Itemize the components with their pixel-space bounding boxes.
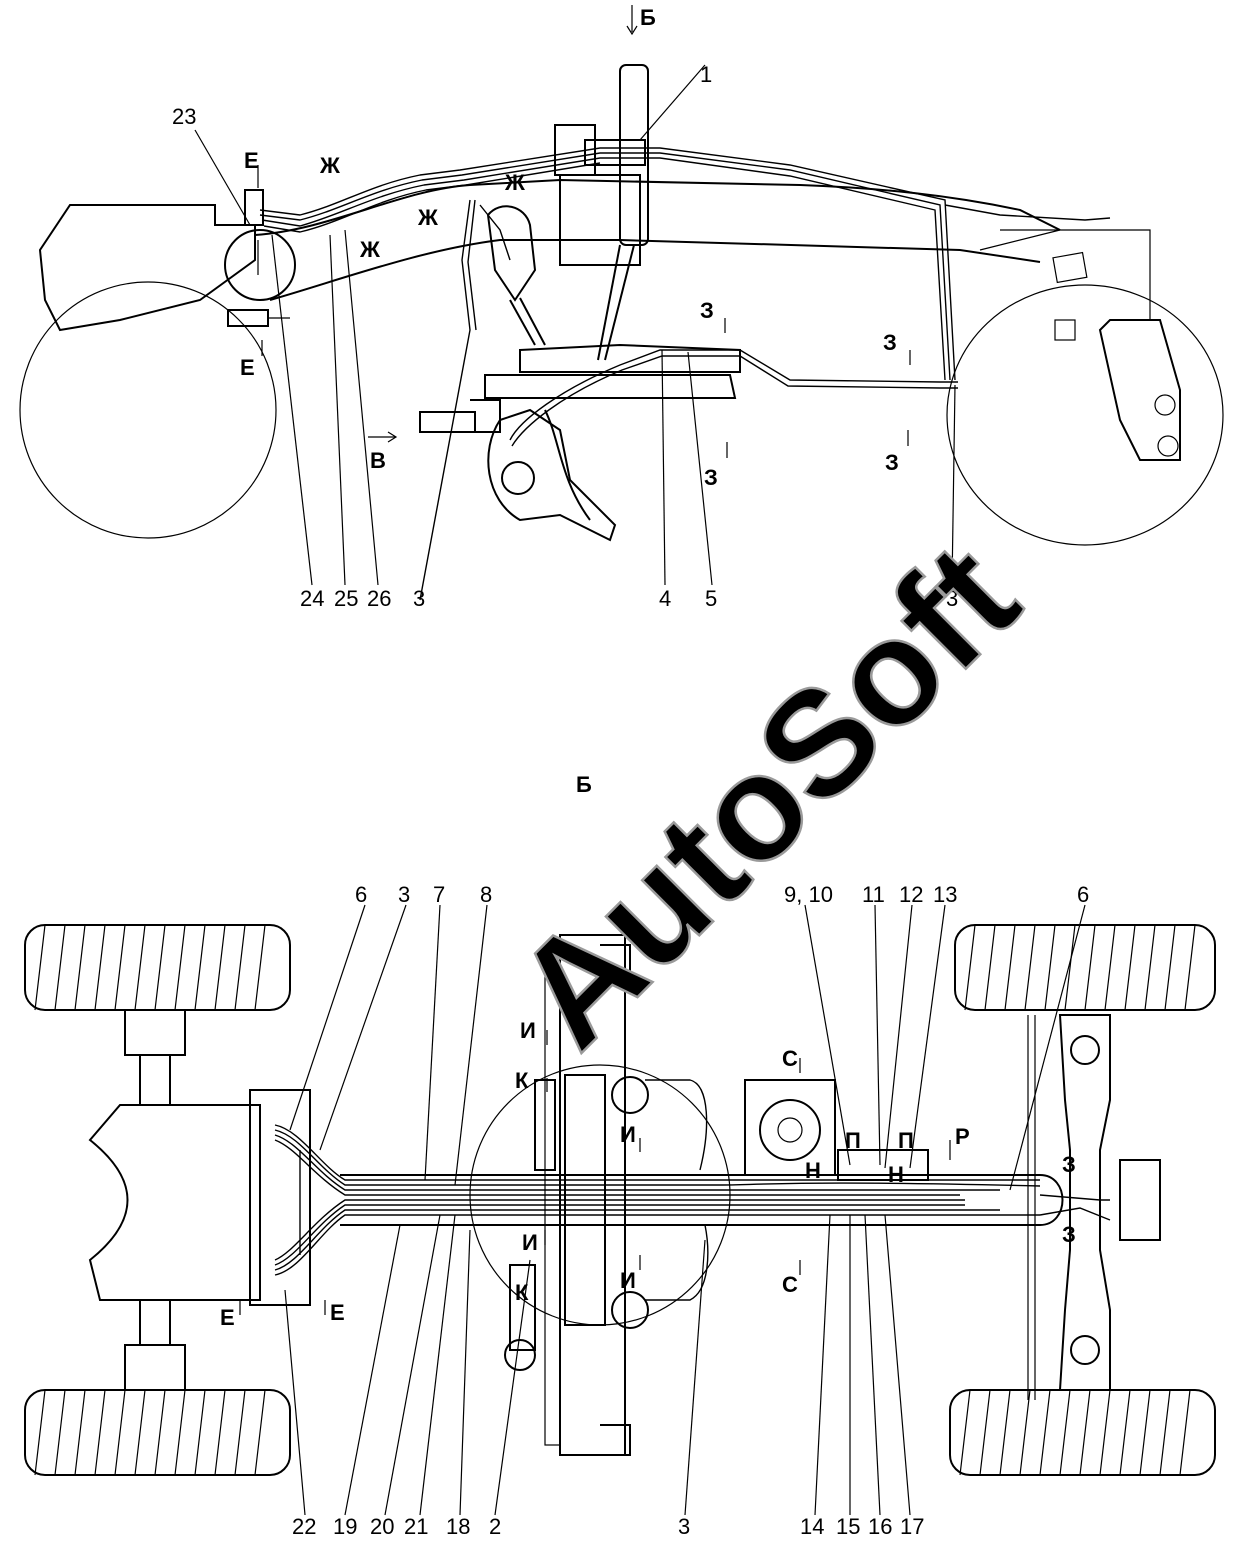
section-side-Z-4: З (885, 450, 899, 475)
callout-bottom-2: 2 (489, 1514, 501, 1539)
rear-tire-top (24, 924, 291, 1011)
section-top-P-2: П (898, 1128, 914, 1153)
front-tire-top (954, 924, 1216, 1011)
callout-bottom-15: 15 (836, 1514, 860, 1539)
section-top-S-1: С (782, 1046, 798, 1071)
section-top-E-1: Е (220, 1305, 235, 1330)
callout-bottom-3: 3 (678, 1514, 690, 1539)
callout-top-6b: 6 (1077, 882, 1089, 907)
section-top-I-4: И (620, 1268, 636, 1293)
callout-side-5: 5 (705, 586, 717, 611)
front-tire-bottom (949, 1389, 1216, 1476)
top-view (24, 904, 1216, 1516)
watermark: AutoSoft (483, 512, 1049, 1078)
callout-top-12: 12 (899, 882, 923, 907)
section-side-B-top: Б (640, 5, 656, 30)
callout-top-8: 8 (480, 882, 492, 907)
section-top-K-2: К (515, 1280, 529, 1305)
callout-side-24: 24 (300, 586, 324, 611)
rear-housing (88, 1104, 261, 1301)
section-top-I-1: И (520, 1018, 536, 1043)
top-leader-lines (284, 904, 1086, 1516)
top-section-markers (239, 1030, 951, 1315)
callout-bottom-14: 14 (800, 1514, 824, 1539)
rear-wheel-left (19, 281, 277, 539)
hose-bundle-upper (259, 147, 956, 381)
section-side-Zh-1: Ж (319, 153, 340, 178)
callout-bottom-20: 20 (370, 1514, 394, 1539)
section-side-Z-2: З (883, 330, 897, 355)
callout-side-25: 25 (334, 586, 358, 611)
front-axle (1058, 1014, 1111, 1391)
callout-bottom-16: 16 (868, 1514, 892, 1539)
side-section-arrows (257, 5, 911, 458)
rear-pivot-disc (224, 229, 296, 301)
section-top-Z-2: З (1062, 1222, 1076, 1247)
front-wheel-right (946, 284, 1224, 546)
section-side-Zh-3: Ж (417, 205, 438, 230)
section-top-I-3: И (522, 1230, 538, 1255)
callout-bottom-17: 17 (900, 1514, 924, 1539)
section-top-E-2: Е (330, 1300, 345, 1325)
callout-side-1: 1 (700, 62, 712, 87)
section-side-Z-1: З (700, 298, 714, 323)
section-side-V: В (370, 448, 386, 473)
section-top-N-2: Н (888, 1162, 904, 1187)
section-top-K-1: К (515, 1068, 529, 1093)
section-side-E-top: Е (244, 148, 259, 173)
side-leader-lines (194, 64, 956, 586)
side-view (19, 5, 1224, 601)
callout-bottom-22: 22 (292, 1514, 316, 1539)
top-view-title: Б (576, 772, 592, 797)
callout-top-6a: 6 (355, 882, 367, 907)
callout-bottom-18: 18 (446, 1514, 470, 1539)
hose-bundle-top (274, 1124, 1111, 1276)
section-top-Z-1: З (1062, 1152, 1076, 1177)
section-top-P-1: П (845, 1128, 861, 1153)
section-side-E-bottom: Е (240, 355, 255, 380)
callout-side-26: 26 (367, 586, 391, 611)
callout-top-3: 3 (398, 882, 410, 907)
section-side-Zh-2: Ж (504, 170, 525, 195)
callout-top-11: 11 (862, 882, 885, 907)
section-top-I-2: И (620, 1122, 636, 1147)
section-side-Z-3: З (704, 465, 718, 490)
callout-bottom-21: 21 (404, 1514, 428, 1539)
lift-cylinder (619, 64, 649, 246)
callout-top-7: 7 (433, 882, 445, 907)
callout-side-4: 4 (659, 586, 671, 611)
callout-side-3a: 3 (413, 586, 425, 611)
transmission-gear (759, 1099, 821, 1161)
section-top-S-2: С (782, 1272, 798, 1297)
callout-side-23: 23 (172, 104, 196, 129)
callout-top-13: 13 (933, 882, 957, 907)
section-side-Zh-4: Ж (359, 237, 380, 262)
blade-arc (487, 408, 617, 542)
rear-frame (38, 204, 256, 332)
callout-top-9-10: 9, 10 (784, 882, 833, 907)
rear-tire-bottom (24, 1389, 291, 1476)
drawbar-frame (484, 374, 737, 399)
hose-bundle-lower (509, 349, 958, 441)
section-top-R: Р (955, 1124, 970, 1149)
callout-side-3b: 3 (946, 586, 958, 611)
callout-bottom-19: 19 (333, 1514, 357, 1539)
section-top-N-1: Н (805, 1158, 821, 1183)
